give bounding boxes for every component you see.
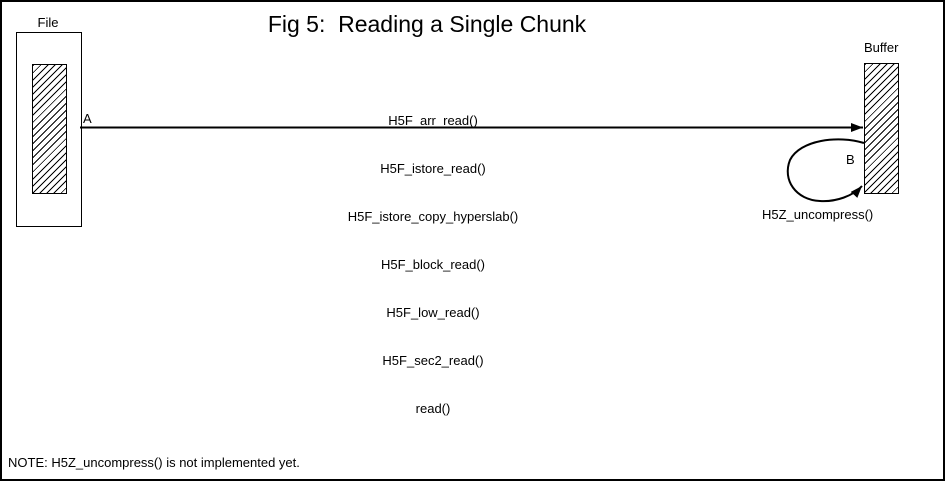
uncompress-function-label: H5Z_uncompress() (762, 207, 874, 222)
arrow-a-label: A (83, 111, 92, 126)
footnote: NOTE: H5Z_uncompress() is not implemente… (8, 455, 300, 470)
call-stack-line: H5F_sec2_read() (382, 353, 484, 368)
figure-title: Fig 5: Reading a Single Chunk (267, 11, 587, 37)
arrow-b-uncompress-loop (786, 138, 865, 203)
call-stack-line: read() (415, 401, 451, 416)
call-stack-line: H5F_low_read() (386, 305, 480, 320)
buffer-hatched-region (864, 63, 899, 194)
call-stack-line: H5F_istore_copy_hyperslab() (347, 209, 519, 224)
call-stack-line: H5F_istore_read() (380, 161, 486, 176)
file-chunk-hatched-region (32, 64, 67, 194)
file-label: File (37, 15, 59, 30)
call-stack-line: H5F_arr_read() (388, 113, 478, 128)
call-stack-list: H5F_arr_read() H5F_istore_read() H5F_ist… (348, 81, 519, 449)
buffer-label: Buffer (864, 40, 899, 55)
call-stack-line: H5F_block_read() (380, 257, 486, 272)
arrow-b-label: B (846, 152, 855, 167)
